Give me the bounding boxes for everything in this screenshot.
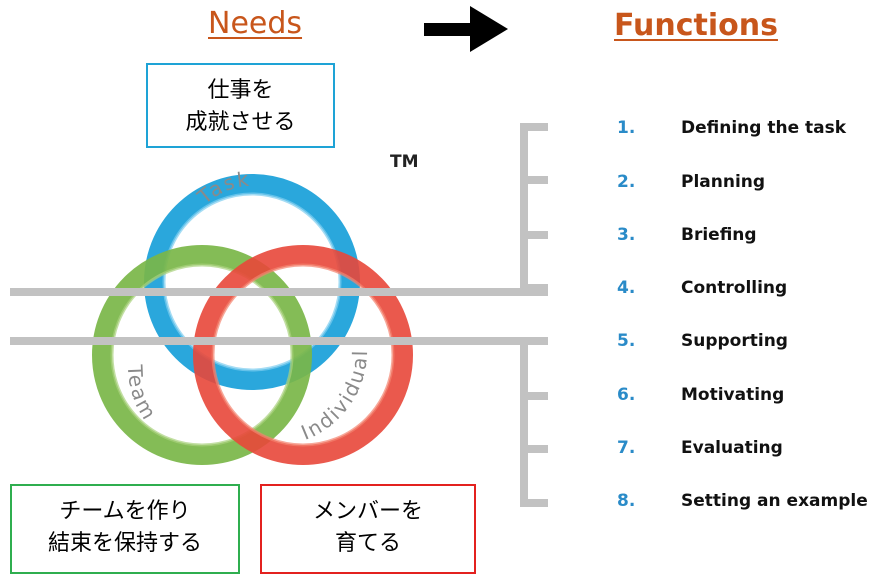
team-need-box: チームを作り 結束を保持する: [10, 484, 240, 574]
function-number: 3.: [617, 225, 636, 245]
function-label: Supporting: [681, 331, 788, 351]
needs-heading: Needs: [208, 6, 303, 41]
function-label: Controlling: [681, 278, 788, 298]
functions-bracket: [500, 123, 548, 507]
function-label: Briefing: [681, 225, 757, 245]
function-label: Evaluating: [681, 438, 783, 458]
functions-heading: Functions: [614, 8, 778, 43]
individual-ring: [193, 245, 413, 465]
task-need-line-1: 仕事を: [207, 78, 274, 103]
function-number: 5.: [617, 331, 636, 351]
individual-need-line-1: メンバーを: [312, 499, 423, 524]
individual-need-box: メンバーを 育てる: [260, 484, 476, 574]
task-need-line-2: 成就させる: [185, 110, 296, 135]
task-need-box: 仕事を 成就させる: [146, 63, 335, 148]
function-number: 1.: [617, 118, 636, 138]
function-number: 4.: [617, 278, 636, 298]
trademark-mark: TM: [390, 152, 419, 172]
individual-need-line-2: 育てる: [334, 531, 401, 556]
function-number: 8.: [617, 491, 636, 511]
upper-bar: [10, 288, 548, 296]
function-number: 7.: [617, 438, 636, 458]
function-number: 2.: [617, 172, 636, 192]
function-number: 6.: [617, 385, 636, 405]
task-ring: [144, 174, 360, 390]
function-label: Defining the task: [681, 118, 847, 138]
function-label: Motivating: [681, 385, 785, 405]
lower-bar: [10, 337, 548, 345]
team-need-line-1: チームを作り: [59, 499, 191, 524]
function-label: Planning: [681, 172, 766, 192]
team-need-line-2: 結束を保持する: [47, 531, 202, 556]
function-label: Setting an example: [681, 491, 868, 511]
team-ring: [92, 245, 312, 465]
arrow-right-icon: [424, 6, 508, 52]
